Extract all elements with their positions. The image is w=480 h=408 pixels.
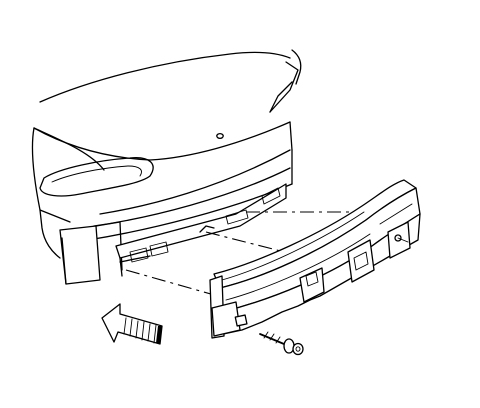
arrow-hatch-3	[135, 320, 139, 339]
trunk-lid-rear-edge	[33, 121, 291, 161]
quarter-trim	[269, 81, 293, 113]
bolt-thread-2	[269, 333, 275, 341]
quarter-crease	[39, 209, 71, 223]
bolt-head-center	[295, 346, 301, 352]
arrow-hatch-4	[141, 321, 145, 341]
bolt-thread-3	[275, 336, 281, 344]
arrow-hatch-1	[123, 317, 127, 335]
trunk-side-edge	[289, 121, 293, 151]
arrow-hatch-5	[147, 323, 151, 342]
mounting-bolt	[259, 331, 304, 356]
trunk-fender-sweep	[33, 127, 105, 171]
impact-bar-ridge-3	[379, 203, 413, 225]
right-bracket-slot	[353, 251, 369, 271]
impact-bar-ridge-2	[225, 233, 371, 301]
tail-lamp-inner	[51, 165, 142, 183]
rail-slot-4	[261, 187, 281, 205]
rail-slot-3	[225, 209, 249, 225]
rail-slot-2	[149, 241, 169, 257]
left-bumper-bracket	[59, 225, 101, 285]
tail-lamp-pocket	[39, 157, 154, 197]
center-mount-slot	[305, 271, 319, 287]
roof-line	[39, 51, 291, 103]
impact-bar-ridge-1	[221, 211, 365, 281]
bolt-thread-1	[263, 331, 269, 339]
bolt-shank	[259, 333, 285, 345]
vehicle-rear-body	[31, 49, 302, 285]
right-end-stud-shaft	[397, 237, 409, 243]
arrow-hatch-2	[129, 318, 133, 337]
direction-arrow	[101, 303, 163, 345]
arrow-hatch-6	[153, 324, 157, 344]
fascia-upper-edge	[99, 149, 291, 215]
rail-notch	[199, 225, 215, 233]
c-pillar-edge	[291, 49, 302, 85]
rail-slot-1	[129, 247, 149, 263]
bolt-head	[292, 342, 304, 356]
impact-bar-right-bracket	[347, 239, 375, 283]
bolt-washer	[283, 338, 295, 354]
impact-bar-left-bracket	[211, 301, 241, 337]
quarter-panel-edge	[31, 127, 61, 259]
rear-body-rail	[115, 183, 287, 259]
arrow-tail-edge	[156, 326, 162, 344]
quarter-window-edge	[269, 61, 299, 113]
rail-left-drop	[119, 257, 123, 277]
left-bracket-bolt-hole	[234, 314, 248, 327]
trunk-lock	[216, 132, 224, 140]
rail-left-tab	[119, 255, 151, 263]
left-bracket-edge	[61, 237, 67, 285]
impact-bar-lower-face	[213, 213, 421, 337]
rear-bumper-impact-bar	[209, 179, 421, 339]
